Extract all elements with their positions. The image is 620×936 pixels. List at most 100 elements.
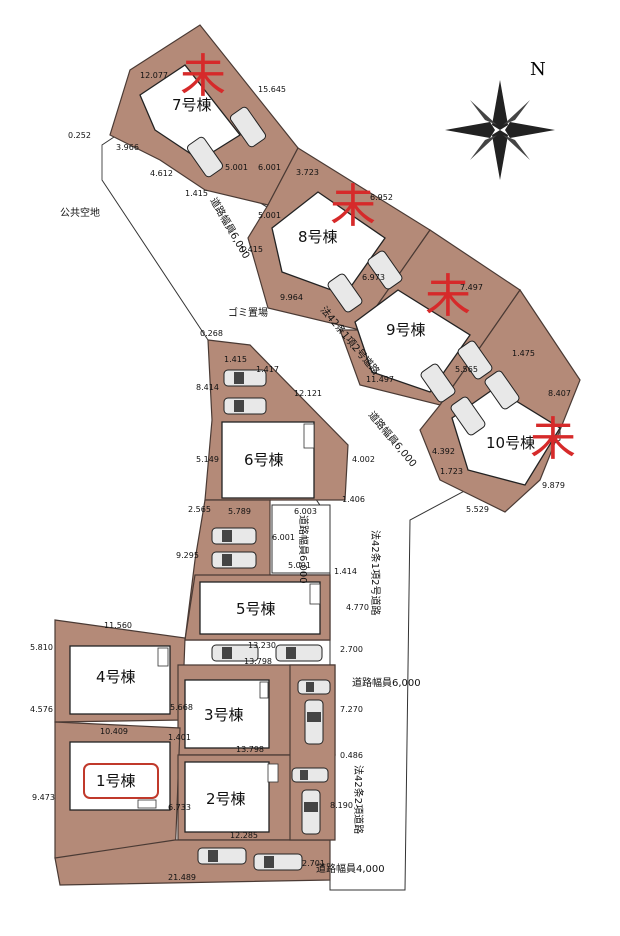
building-9-footprint bbox=[354, 289, 471, 393]
dim: 13.798 bbox=[236, 745, 264, 754]
car-icon bbox=[301, 789, 321, 835]
stair-1 bbox=[137, 799, 157, 809]
dim: 6.973 bbox=[362, 273, 385, 282]
stair-2 bbox=[267, 763, 279, 783]
dim: 6.733 bbox=[168, 803, 191, 812]
lot-south-drive bbox=[54, 839, 331, 886]
road-label-south: 法42条2項道路 bbox=[352, 765, 365, 834]
car-icon bbox=[457, 340, 493, 380]
dim: 2.565 bbox=[188, 505, 211, 514]
road-width-label-south: 道路幅員4,000 bbox=[316, 862, 385, 875]
dim: 1.417 bbox=[256, 365, 279, 374]
road-width-label-c: 道路幅員6,000 bbox=[297, 515, 310, 584]
building-2-label: 2号棟 bbox=[206, 790, 246, 808]
building-10-footprint bbox=[451, 387, 561, 486]
building-6-label: 6号棟 bbox=[244, 451, 284, 469]
road-width-label-east: 道路幅員6,000 bbox=[352, 676, 421, 689]
building-4-label: 4号棟 bbox=[96, 668, 136, 686]
car-icon bbox=[211, 644, 259, 662]
public-space-label: 公共空地 bbox=[60, 206, 100, 219]
building-7-label: 7号棟 bbox=[172, 96, 212, 114]
stair-6 bbox=[303, 423, 315, 449]
stair-5 bbox=[309, 583, 321, 605]
car-icon bbox=[450, 396, 486, 436]
dim: 4.770 bbox=[346, 603, 369, 612]
dim: 21.489 bbox=[168, 873, 196, 882]
dim: 5.001 bbox=[288, 561, 311, 570]
car-icon bbox=[297, 679, 331, 695]
dim: 12.285 bbox=[230, 831, 258, 840]
dim: 6.952 bbox=[370, 193, 393, 202]
dim: 15.645 bbox=[258, 85, 286, 94]
dim: 0.252 bbox=[68, 131, 91, 140]
dim: 5.668 bbox=[170, 703, 193, 712]
compass-rose-icon bbox=[445, 80, 555, 180]
dim: 5.789 bbox=[228, 507, 251, 516]
dim: 0.268 bbox=[200, 329, 223, 338]
dim: 12.121 bbox=[294, 389, 322, 398]
garbage-label: ゴミ置場 bbox=[228, 306, 268, 319]
dim: 6.001 bbox=[258, 163, 281, 172]
car-icon bbox=[291, 767, 329, 783]
dim: 1.475 bbox=[512, 349, 535, 358]
dim: 13.798 bbox=[244, 657, 272, 666]
dim: 1.406 bbox=[342, 495, 365, 504]
dim: 6.001 bbox=[272, 533, 295, 542]
sold-mark-8: 未 bbox=[330, 179, 376, 233]
dim: 9.473 bbox=[32, 793, 55, 802]
building-2-footprint bbox=[184, 761, 270, 833]
dim: 1.415 bbox=[185, 189, 208, 198]
sold-mark-10: 未 bbox=[530, 412, 576, 466]
car-icon bbox=[304, 699, 324, 745]
building-7-footprint bbox=[139, 64, 241, 161]
dim: 5.565 bbox=[455, 365, 478, 374]
building-8-label: 8号棟 bbox=[298, 228, 338, 246]
building-4-footprint bbox=[69, 645, 171, 715]
car-icon bbox=[223, 397, 267, 415]
building-8-footprint bbox=[271, 191, 386, 296]
sold-mark-7: 未 bbox=[180, 49, 226, 103]
building-9-label: 9号棟 bbox=[386, 321, 426, 339]
building-6-footprint bbox=[221, 421, 315, 499]
building-3-footprint bbox=[184, 679, 270, 749]
dim: 4.392 bbox=[432, 447, 455, 456]
dim: 9.295 bbox=[176, 551, 199, 560]
lot-east-drive bbox=[289, 664, 336, 841]
building-3-label: 3号棟 bbox=[204, 706, 244, 724]
dim: 11.560 bbox=[104, 621, 132, 630]
dim: 4.612 bbox=[150, 169, 173, 178]
building-5-footprint bbox=[199, 581, 321, 635]
car-icon bbox=[229, 106, 267, 148]
stair-4 bbox=[157, 647, 169, 667]
building-1-highlight bbox=[83, 763, 159, 799]
dim: 13.230 bbox=[248, 641, 276, 650]
road-label-center: 法42条1項2号道路 bbox=[369, 530, 382, 615]
car-icon bbox=[211, 527, 257, 545]
sold-mark-9: 未 bbox=[425, 269, 471, 323]
dim: 1.723 bbox=[440, 467, 463, 476]
car-icon bbox=[484, 370, 520, 410]
dim: 8.190 bbox=[330, 801, 353, 810]
dim: 2.700 bbox=[340, 645, 363, 654]
building-5-label: 5号棟 bbox=[236, 600, 276, 618]
building-10-label: 10号棟 bbox=[486, 434, 535, 452]
dim: 5.001 bbox=[258, 211, 281, 220]
dim: 4.576 bbox=[30, 705, 53, 714]
dim: 1.415 bbox=[224, 355, 247, 364]
dim: 0.486 bbox=[340, 751, 363, 760]
car-icon bbox=[223, 369, 267, 387]
dim: 7.270 bbox=[340, 705, 363, 714]
dim: 1.414 bbox=[334, 567, 357, 576]
dim: 11.497 bbox=[366, 375, 394, 384]
dim: 3.723 bbox=[296, 168, 319, 177]
dim: 7.497 bbox=[460, 283, 483, 292]
dim: 4.002 bbox=[352, 455, 375, 464]
car-icon bbox=[253, 853, 303, 871]
stair-3 bbox=[259, 681, 269, 699]
dim: 12.077 bbox=[140, 71, 168, 80]
driveway-road-panel bbox=[271, 504, 331, 574]
dim: 1.401 bbox=[168, 733, 191, 742]
dim: 5.001 bbox=[225, 163, 248, 172]
compass-north-label: N bbox=[530, 59, 546, 80]
